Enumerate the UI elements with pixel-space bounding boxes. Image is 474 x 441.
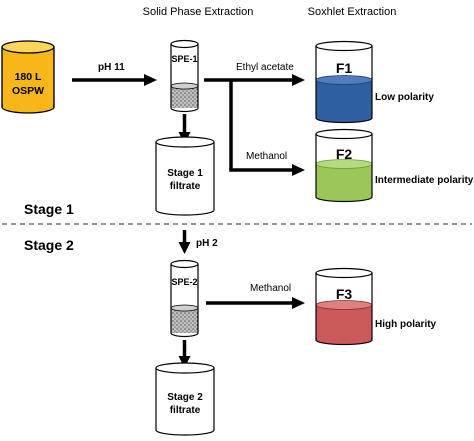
spe-header: Solid Phase Extraction <box>143 6 254 18</box>
f1-label: F1 <box>336 60 353 76</box>
ospw-barrel: 180 L OSPW <box>1 40 55 114</box>
spe2-column <box>170 259 199 338</box>
f1-desc: Low polarity <box>375 92 434 103</box>
ethyl-acetate-arrow <box>204 74 305 86</box>
methanol2-arrow <box>206 297 305 309</box>
spe2-label: SPE-2 <box>171 277 197 287</box>
stage1-title: Stage 1 <box>24 201 74 217</box>
spe1-label: SPE-1 <box>171 54 197 64</box>
methanol1-arrow <box>229 80 305 176</box>
ph2-label: pH 2 <box>196 238 218 249</box>
stage1-filtrate-container: Stage 1 filtrate <box>155 136 215 216</box>
ethyl-acetate-label: Ethyl acetate <box>236 62 294 73</box>
stage2-filtrate-line1: Stage 2 <box>167 392 203 403</box>
f3-label: F3 <box>336 286 353 302</box>
methanol1-label: Methanol <box>246 151 287 162</box>
f2-desc: Intermediate polarity <box>375 175 474 186</box>
spe1-column <box>170 39 199 113</box>
ph11-arrow <box>72 74 157 86</box>
stage2-filtrate-container: Stage 2 filtrate <box>155 362 215 436</box>
methanol2-label: Methanol <box>250 283 291 294</box>
f2-beaker <box>315 128 373 203</box>
stage1-filtrate-line2: filtrate <box>170 181 201 192</box>
stage1-filtrate-line1: Stage 1 <box>167 168 203 179</box>
ph11-label: pH 11 <box>98 62 125 73</box>
stage2-filtrate-line2: filtrate <box>170 405 201 416</box>
filtrate-to-spe2-arrow <box>178 230 191 254</box>
barrel-name-label: OSPW <box>12 85 44 97</box>
barrel-volume-label: 180 L <box>15 71 42 83</box>
f2-label: F2 <box>336 146 353 162</box>
soxhlet-header: Soxhlet Extraction <box>308 6 397 18</box>
f3-beaker <box>315 267 373 346</box>
f3-desc: High polarity <box>375 319 437 330</box>
f1-beaker <box>315 40 373 124</box>
spe2-to-filtrate-arrow <box>178 340 191 368</box>
stage2-title: Stage 2 <box>24 237 74 253</box>
